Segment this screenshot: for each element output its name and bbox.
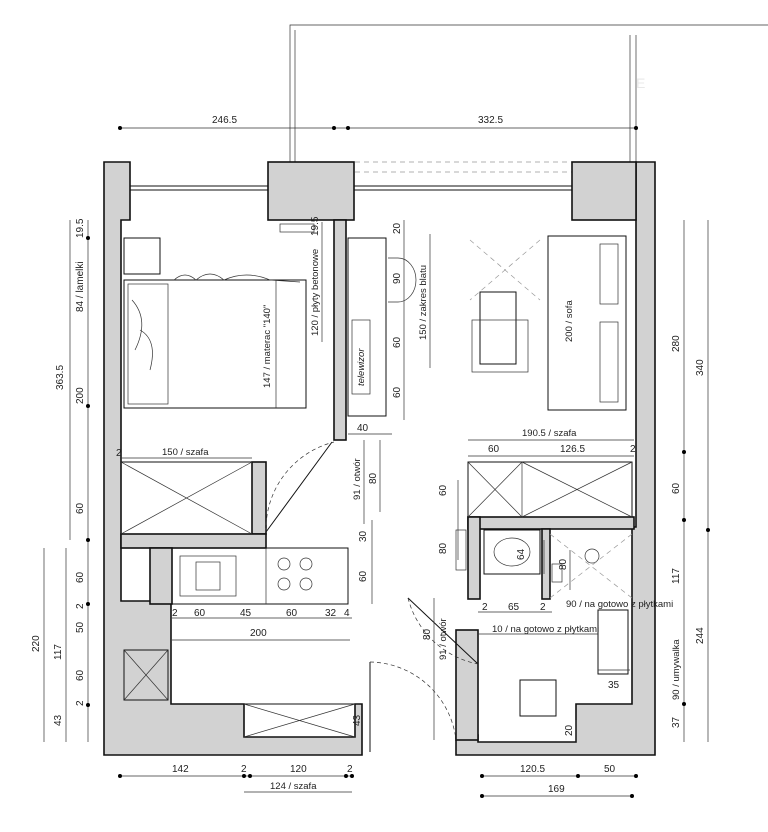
doors xyxy=(265,441,479,752)
balcony-outline xyxy=(289,24,768,173)
wall-pier-right xyxy=(571,161,637,221)
bath-wall-left xyxy=(467,516,481,600)
dim-left-2a: 2 xyxy=(75,603,86,609)
bath-partition xyxy=(541,528,551,600)
label-bed: 147 / materac "140" xyxy=(262,305,273,388)
dim-sr-60: 60 xyxy=(488,444,500,455)
bedroom-wall-right xyxy=(333,219,347,441)
label-otwor-1: 91 / otwór xyxy=(352,458,363,500)
dimension-lines xyxy=(43,126,710,798)
dim-left-200: 200 xyxy=(75,387,86,404)
kitchen-furniture xyxy=(123,547,356,738)
label-umywalka: 90 / umywalka xyxy=(671,639,682,700)
dim-bath-80: 80 xyxy=(438,542,449,554)
bedroom-wall-lower xyxy=(251,461,267,535)
dim-r-340: 340 xyxy=(695,359,706,376)
label-szafa-right: 190.5 / szafa xyxy=(522,428,577,439)
watermark-text: E xyxy=(636,75,645,91)
dim-sr-2: 2 xyxy=(630,444,636,455)
dim-bath-60: 60 xyxy=(438,484,449,496)
dim-left-lamelki: 84 / lamelki xyxy=(75,261,86,312)
dim-k-60a: 60 xyxy=(392,336,403,348)
label-zakres: 150 / zakres blatu xyxy=(418,265,429,340)
dim-bot-169: 169 xyxy=(548,784,565,795)
label-plyty: 120 / płyty betonowe xyxy=(310,249,321,336)
dim-r-117: 117 xyxy=(671,568,682,584)
dim-sr-126-5: 126.5 xyxy=(560,444,585,455)
dim-k2-60b: 60 xyxy=(286,608,298,619)
dim-bot-120: 120 xyxy=(290,764,307,775)
label-telewizor: telewizor xyxy=(356,348,367,386)
dim-left-2b: 2 xyxy=(75,700,86,706)
dim-b-65: 65 xyxy=(508,602,520,613)
dim-80b: 80 xyxy=(422,628,433,640)
dim-left-43: 43 xyxy=(53,714,64,726)
dim-20: 20 xyxy=(564,724,575,736)
dim-43b: 43 xyxy=(352,714,363,726)
dim-k-60b: 60 xyxy=(392,386,403,398)
dim-left-19-5: 19.5 xyxy=(75,218,86,238)
label-bot-szafa: 124 / szafa xyxy=(270,781,317,792)
label-gotowo-1: 90 / na gotowo z płytkami xyxy=(566,599,673,610)
dim-szafa-bed-2: 2 xyxy=(116,448,122,459)
dim-35: 35 xyxy=(608,680,620,691)
bedroom-furniture xyxy=(120,223,315,535)
bath-wall-left-lower xyxy=(455,629,479,741)
dim-60k: 60 xyxy=(358,570,369,582)
dim-plyty-19-5: 19.5 xyxy=(310,216,321,236)
label-otwor-2: 91 / otwór xyxy=(438,618,449,660)
dim-r-244: 244 xyxy=(695,627,706,644)
dim-k-20: 20 xyxy=(392,222,403,234)
dim-r-60: 60 xyxy=(671,482,682,494)
bath-wall-top xyxy=(467,516,635,530)
kitchen-wall xyxy=(149,547,173,605)
dim-b-2a: 2 xyxy=(482,602,488,613)
windows xyxy=(130,185,572,191)
dim-r-280: 280 xyxy=(671,335,682,352)
living-furniture xyxy=(347,235,633,518)
dim-left-220: 220 xyxy=(31,635,42,652)
dim-bath-64: 64 xyxy=(516,548,527,560)
dim-bot-2a: 2 xyxy=(241,764,247,775)
dim-left-50: 50 xyxy=(75,621,86,633)
dim-left-117: 117 xyxy=(53,644,64,660)
dim-bot-50: 50 xyxy=(604,764,616,775)
dim-left-60b: 60 xyxy=(75,571,86,583)
dim-left-60a: 60 xyxy=(75,502,86,514)
dim-30: 30 xyxy=(358,530,369,542)
dim-bot-2b: 2 xyxy=(347,764,353,775)
dim-r-37: 37 xyxy=(671,716,682,728)
dim-80a: 80 xyxy=(368,472,379,484)
dim-left-363-5: 363.5 xyxy=(55,365,66,390)
label-gotowo-2: 10 / na gotowo z płytkami xyxy=(492,624,599,635)
dim-bath-80b: 80 xyxy=(558,558,569,570)
dim-k2-32: 32 xyxy=(325,608,337,619)
dim-k2-2: 2 xyxy=(172,608,178,619)
dim-top-right: 332.5 xyxy=(478,115,503,126)
dim-k2-45: 45 xyxy=(240,608,252,619)
dim-k2-200: 200 xyxy=(250,628,267,639)
dim-k-90: 90 xyxy=(392,272,403,284)
dim-left-60c: 60 xyxy=(75,669,86,681)
exterior-wall xyxy=(103,161,656,756)
dim-b-2b: 2 xyxy=(540,602,546,613)
dim-bot-142: 142 xyxy=(172,764,189,775)
dim-bot-120-5: 120.5 xyxy=(520,764,545,775)
dim-k2-4: 4 xyxy=(344,608,350,619)
dim-k2-60a: 60 xyxy=(194,608,206,619)
wall-pier-left xyxy=(267,161,355,221)
corridor-wall-left xyxy=(120,533,267,549)
dim-top-left: 246.5 xyxy=(212,115,237,126)
bathroom-fixtures xyxy=(455,529,633,717)
label-szafa-bed: 150 / szafa xyxy=(162,447,209,458)
dim-40: 40 xyxy=(357,423,369,434)
label-sofa: 200 / sofa xyxy=(564,300,575,342)
